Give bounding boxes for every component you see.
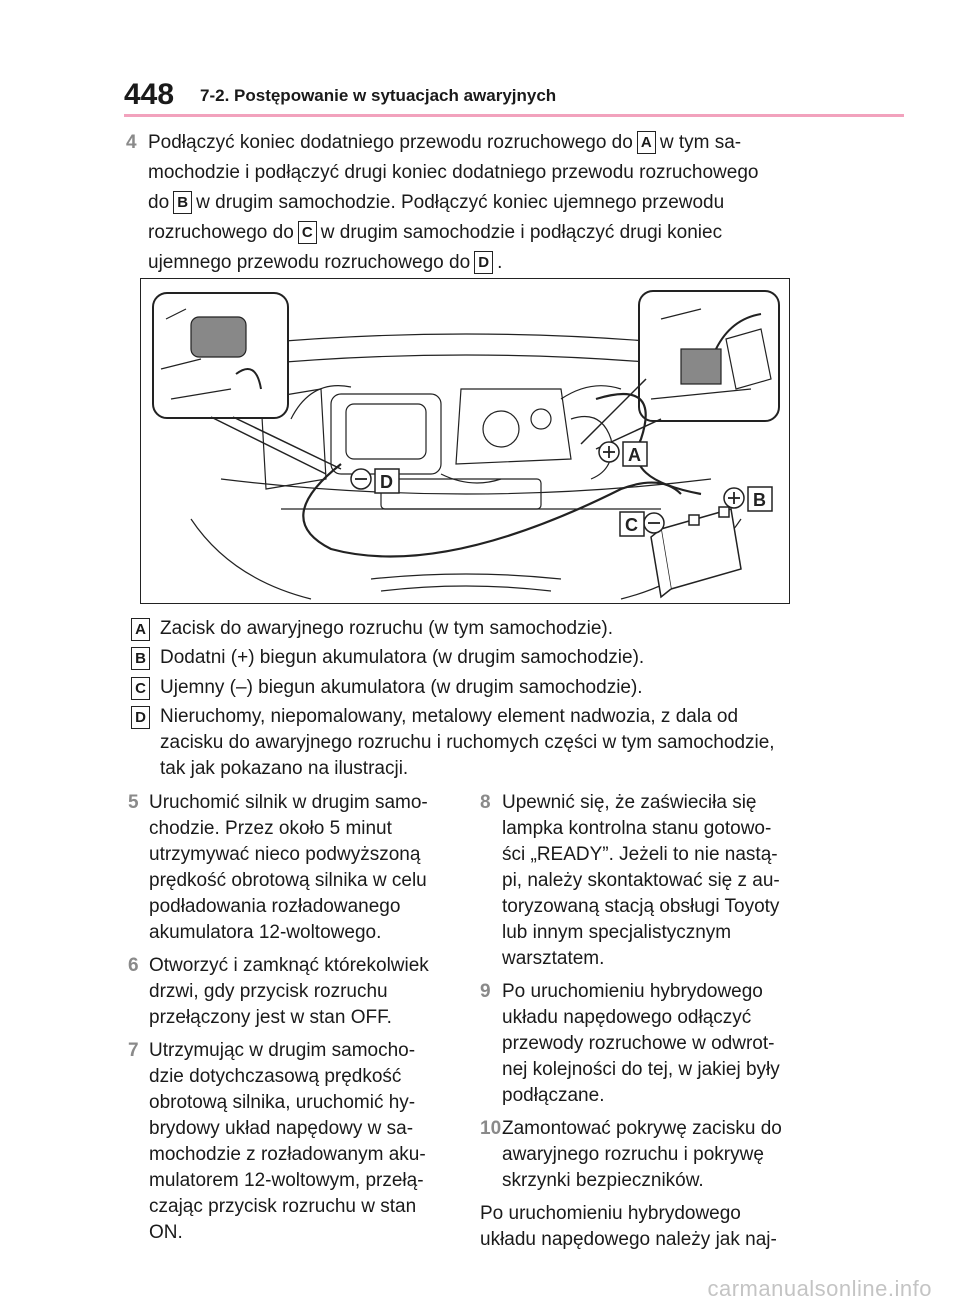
- paragraph-line: Po uruchomieniu hybrydowego: [480, 1203, 741, 1224]
- step-5: 5 Uruchomić silnik w drugim samo- chodzi…: [128, 790, 458, 946]
- step-8: 8 Upewnić się, że zaświeciła się lampka …: [480, 790, 820, 972]
- legend-text: Zacisk do awaryjnego rozruchu (w tym sam…: [160, 618, 614, 639]
- figure-label-d: D: [380, 472, 393, 492]
- step-text-line: ści „READY”. Jeżeli to nie nastą-: [502, 844, 778, 865]
- step-9: 9 Po uruchomieniu hybrydowego układu nap…: [480, 979, 820, 1109]
- jump-start-illustration: D A C B: [140, 278, 790, 604]
- legend-item-d: D Nieruchomy, niepomalowany, metalowy el…: [131, 704, 811, 782]
- legend-item-b: B Dodatni (+) biegun akumulatora (w drug…: [131, 645, 811, 673]
- step-text-line: dzie dotychczasową prędkość: [149, 1066, 402, 1087]
- step-text-line: w drugim samochodzie i podłączyć drugi k…: [320, 222, 723, 243]
- step-text-line: Otworzyć i zamknąć którekolwiek: [149, 955, 429, 976]
- step-text-line: lampka kontrolna stanu gotowo-: [502, 818, 772, 839]
- step-7: 7 Utrzymując w drugim samocho- dzie doty…: [128, 1038, 458, 1246]
- step-text-line: w tym sa-: [659, 132, 742, 153]
- step-text-line: Upewnić się, że zaświeciła się: [502, 792, 757, 813]
- legend-text-line: Nieruchomy, niepomalowany, metalowy elem…: [160, 706, 739, 727]
- step-10: 10 Zamontować pokrywę zacisku do awaryjn…: [480, 1116, 820, 1194]
- step-text-line: układu napędowego odłączyć: [502, 1007, 752, 1028]
- step-text-line: brydowy układ napędowy w sa-: [149, 1118, 414, 1139]
- step-text-line: skrzynki bezpieczników.: [502, 1170, 704, 1191]
- figure-label-b: B: [753, 490, 766, 510]
- step-number: 4: [126, 132, 137, 153]
- step-number: 6: [128, 955, 139, 976]
- step-6: 6 Otworzyć i zamknąć którekolwiek drzwi,…: [128, 953, 458, 1031]
- step-text-line: podłączane.: [502, 1085, 605, 1106]
- figure-label-c: C: [625, 515, 638, 535]
- step-number: 5: [128, 792, 139, 813]
- step-text-line: podładowania rozładowanego: [149, 896, 401, 917]
- left-column: 5 Uruchomić silnik w drugim samo- chodzi…: [128, 790, 458, 1253]
- step-text-line: chodzie. Przez około 5 minut: [149, 818, 392, 839]
- step-number: 8: [480, 792, 491, 813]
- legend-text: Dodatni (+) biegun akumulatora (w drugim…: [160, 647, 645, 668]
- step-text-line: toryzowaną stacją obsługi Toyoty: [502, 896, 780, 917]
- step-number: 9: [480, 981, 491, 1002]
- key-c: C: [297, 221, 317, 245]
- legend-text: Ujemny (–) biegun akumulatora (w drugim …: [160, 677, 643, 698]
- key-b: B: [173, 191, 193, 215]
- step-text-line: mochodzie i podłączyć drugi koniec dodat…: [148, 162, 759, 183]
- step-4: 4 Podłączyć koniec dodatniego przewodu r…: [126, 128, 816, 278]
- legend-text: Nieruchomy, niepomalowany, metalowy elem…: [160, 704, 810, 782]
- step-text-line: do: [148, 192, 170, 213]
- step-text-line: w drugim samochodzie. Podłączyć koniec u…: [196, 192, 725, 213]
- step-text-line: drzwi, gdy przycisk rozruchu: [149, 981, 388, 1002]
- right-column: 8 Upewnić się, że zaświeciła się lampka …: [480, 790, 820, 1260]
- step-text-line: prędkość obrotową silnika w celu: [149, 870, 427, 891]
- step-text-line: utrzymywać nieco podwyższoną: [149, 844, 421, 865]
- step-text-line: lub innym specjalistycznym: [502, 922, 732, 943]
- key-a: A: [131, 618, 150, 641]
- step-text-line: mulatorem 12-woltowym, przełą-: [149, 1170, 424, 1191]
- step-text-line: .: [497, 252, 503, 273]
- key-d: D: [131, 706, 150, 729]
- step-text-line: Zamontować pokrywę zacisku do: [502, 1118, 782, 1139]
- step-text-line: warsztatem.: [502, 948, 605, 969]
- step-number: 7: [128, 1040, 139, 1061]
- page-number: 448: [124, 78, 175, 111]
- step-text-line: przewody rozruchowe w odwrot-: [502, 1033, 775, 1054]
- step-text-line: Utrzymując w drugim samocho-: [149, 1040, 416, 1061]
- key-d: D: [474, 251, 494, 275]
- step-number: 10: [480, 1118, 502, 1139]
- step-text-line: ujemnego przewodu rozruchowego do: [148, 252, 471, 273]
- closing-paragraph: Po uruchomieniu hybrydowego układu napęd…: [480, 1201, 820, 1253]
- step-text-line: mochodzie z rozładowanym aku-: [149, 1144, 426, 1165]
- key-a: A: [636, 131, 656, 155]
- step-text-line: akumulatora 12-woltowego.: [149, 922, 382, 943]
- step-text-line: obrotową silnika, uruchomić hy-: [149, 1092, 416, 1113]
- paragraph-line: układu napędowego należy jak naj-: [480, 1229, 777, 1250]
- step-text-line: przełączony jest w stan OFF.: [149, 1007, 392, 1028]
- step-4-text: Podłączyć koniec dodatniego przewodu roz…: [148, 128, 758, 278]
- step-text-line: rozruchowego do: [148, 222, 294, 243]
- legend-item-c: C Ujemny (–) biegun akumulatora (w drugi…: [131, 675, 811, 703]
- header-rule: [124, 114, 904, 117]
- watermark: carmanualsonline.info: [707, 1276, 932, 1301]
- section-title: 7-2. Postępowanie w sytuacjach awaryjnyc…: [200, 86, 557, 105]
- step-text-line: czając przycisk rozruchu w stan: [149, 1196, 417, 1217]
- step-text-line: Uruchomić silnik w drugim samo-: [149, 792, 428, 813]
- figure-label-a: A: [628, 445, 641, 465]
- key-b: B: [131, 647, 150, 670]
- step-text-line: awaryjnego rozruchu i pokrywę: [502, 1144, 764, 1165]
- step-text-line: pi, należy skontaktować się z au-: [502, 870, 780, 891]
- step-text-line: nej kolejności do tej, w jakiej były: [502, 1059, 780, 1080]
- step-text-line: ON.: [149, 1222, 183, 1243]
- key-c: C: [131, 677, 150, 700]
- legend-text-line: zacisku do awaryjnego rozruchu i ruchomy…: [160, 732, 775, 753]
- step-text-line: Podłączyć koniec dodatniego przewodu roz…: [148, 132, 633, 153]
- page-header: 448 7-2. Postępowanie w sytuacjach awary…: [124, 72, 904, 117]
- engine-bay-drawing: D A C B: [152, 290, 780, 600]
- legend-item-a: A Zacisk do awaryjnego rozruchu (w tym s…: [131, 616, 811, 644]
- step-text-line: Po uruchomieniu hybrydowego: [502, 981, 763, 1002]
- legend-text-line: tak jak pokazano na ilustracji.: [160, 758, 409, 779]
